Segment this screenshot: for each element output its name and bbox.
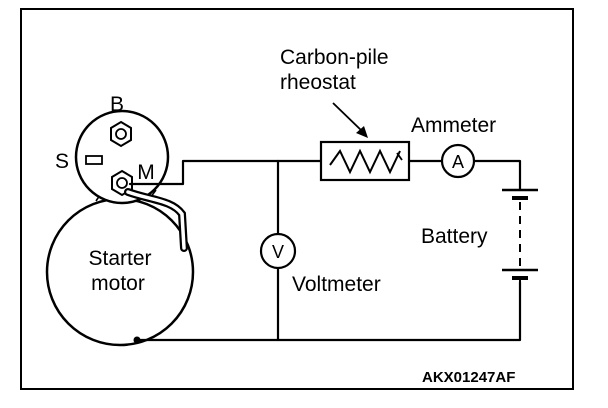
battery-icon bbox=[502, 188, 538, 282]
voltmeter-label: Voltmeter bbox=[292, 273, 381, 296]
rheostat-pointer-arrow bbox=[332, 102, 368, 138]
ammeter-label: Ammeter bbox=[411, 114, 496, 137]
terminal-s-label: S bbox=[55, 150, 69, 173]
terminal-m-label: M bbox=[137, 161, 155, 184]
rheostat-label-line1: Carbon-pile bbox=[280, 46, 389, 69]
rheostat-icon bbox=[319, 140, 411, 182]
ammeter-icon: A bbox=[440, 143, 476, 179]
rheostat-label-line2: rheostat bbox=[280, 71, 356, 94]
starter-motor-label-line2: motor bbox=[91, 272, 145, 295]
ammeter-to-battery-wire bbox=[472, 159, 522, 192]
terminal-s-icon bbox=[85, 155, 103, 165]
figure-code: AKX01247AF bbox=[422, 369, 515, 386]
voltmeter-symbol: V bbox=[272, 242, 284, 262]
battery-to-bottom-wire bbox=[135, 280, 522, 342]
ammeter-symbol: A bbox=[452, 152, 464, 172]
solenoid bbox=[74, 109, 170, 205]
diagram-frame bbox=[20, 8, 574, 390]
terminal-b-label: B bbox=[110, 93, 124, 116]
terminal-b-icon bbox=[110, 120, 132, 148]
starter-motor-label-line1: Starter bbox=[88, 247, 151, 270]
voltmeter-icon: V bbox=[259, 232, 297, 270]
battery-label: Battery bbox=[421, 225, 488, 248]
top-wire bbox=[128, 159, 323, 186]
starter-motor bbox=[45, 109, 195, 347]
